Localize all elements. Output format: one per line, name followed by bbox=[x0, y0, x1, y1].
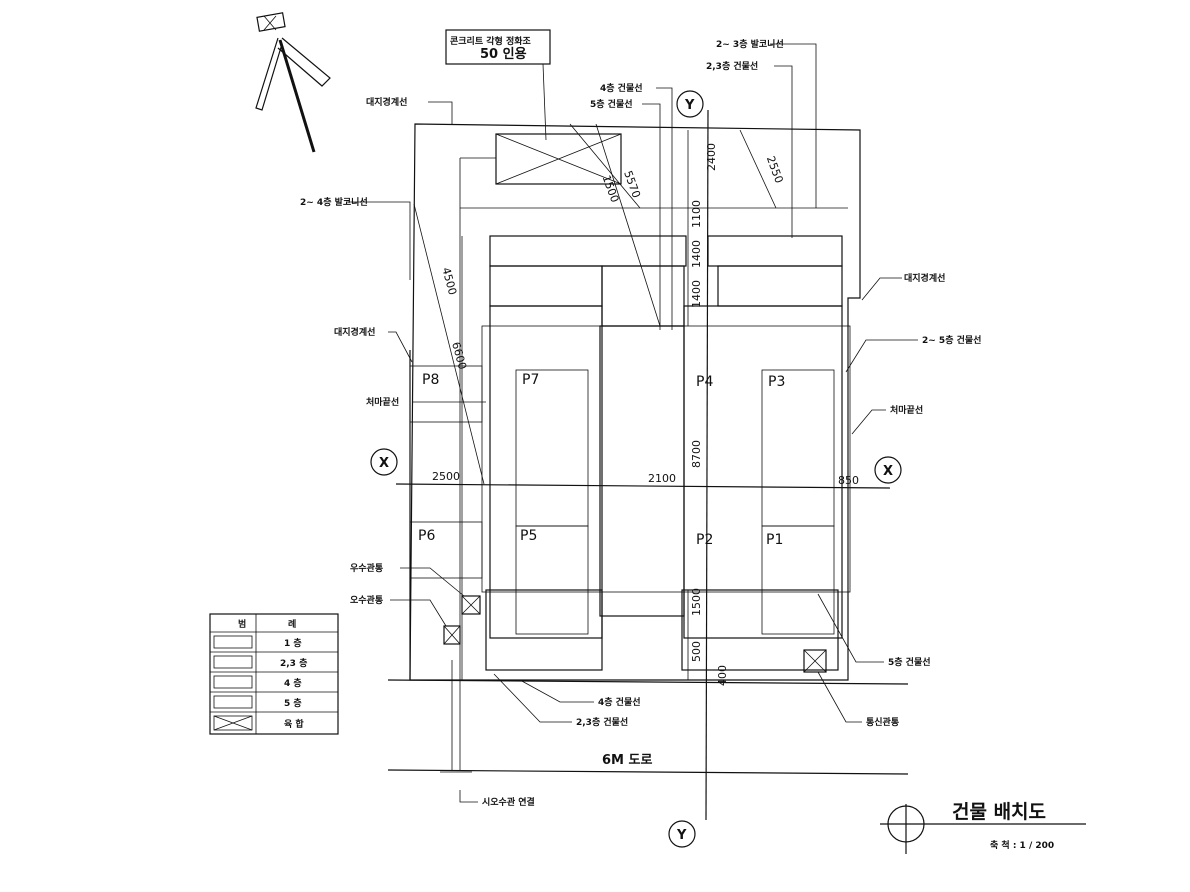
callout-label: 2,3층 건물선 bbox=[706, 60, 758, 72]
axis-x-label: X bbox=[379, 456, 389, 471]
dimension-label: 1400 bbox=[690, 240, 703, 268]
dimension-label: 2550 bbox=[764, 154, 786, 185]
callout-label: 5층 건물선 bbox=[888, 656, 931, 668]
callout-label: 5층 건물선 bbox=[590, 98, 633, 110]
dimension-label: 2100 bbox=[648, 472, 676, 485]
parking-label: P2 bbox=[696, 532, 713, 548]
parking-label: P4 bbox=[696, 374, 713, 390]
callout-label: 우수관통 bbox=[350, 562, 383, 574]
rain-pit-icon bbox=[461, 595, 481, 615]
callout-label: 2~ 3층 발코니선 bbox=[716, 38, 784, 50]
callout-label: 4층 건물선 bbox=[598, 696, 641, 708]
legend-header: 례 bbox=[288, 618, 296, 630]
legend-swatch bbox=[213, 675, 253, 689]
north-arrow-icon bbox=[255, 12, 331, 153]
callout-label: 대지경계선 bbox=[366, 96, 407, 108]
legend-label: 5 층 bbox=[284, 697, 302, 709]
dimension-label: 1500 bbox=[600, 173, 622, 204]
legend: 범 례 1 층 2,3 층 4 층 5 층 육 합 bbox=[209, 613, 339, 735]
dimension-label: 400 bbox=[716, 665, 729, 686]
legend-swatch bbox=[213, 715, 253, 731]
tank-label-1: 콘크리트 각형 정화조 bbox=[450, 35, 532, 47]
axis-y-label: Y bbox=[676, 828, 687, 843]
callout-label: 처마끝선 bbox=[366, 396, 399, 408]
parking-label: P5 bbox=[520, 528, 537, 544]
parking-label: P1 bbox=[766, 532, 783, 548]
callout-label: 2~ 5층 건물선 bbox=[922, 334, 981, 346]
dimension-label: 500 bbox=[690, 641, 703, 662]
axis-x: X X bbox=[370, 448, 902, 489]
drawing-title: 건물 배치도 bbox=[952, 801, 1046, 823]
dimension-label: 1400 bbox=[690, 280, 703, 308]
dimension-label: 5570 bbox=[621, 169, 643, 200]
parking-label: P7 bbox=[522, 372, 539, 388]
tank-label-2: 50 인용 bbox=[480, 46, 527, 62]
parking-label: P6 bbox=[418, 528, 435, 544]
callout-label: 통신관통 bbox=[866, 716, 899, 728]
sewage-pit-icon bbox=[443, 625, 461, 645]
callout-label: 오수관통 bbox=[350, 594, 383, 606]
dimension-label: 8700 bbox=[690, 440, 703, 468]
road-label: 6M 도로 bbox=[602, 753, 652, 768]
dimension-label: 1500 bbox=[690, 588, 703, 616]
dimension-label: 2500 bbox=[432, 470, 460, 483]
dimension-label: 4500 bbox=[439, 266, 459, 296]
building-footprint bbox=[481, 235, 851, 671]
callout-label: 처마끝선 bbox=[890, 404, 923, 416]
legend-header: 범 bbox=[238, 618, 246, 630]
axis-x-label: X bbox=[883, 464, 893, 479]
callout-label: 대지경계선 bbox=[334, 326, 375, 338]
callout-label: 4층 건물선 bbox=[600, 82, 643, 94]
dimension-lines bbox=[413, 123, 777, 680]
legend-label: 4 층 bbox=[284, 677, 302, 689]
dimension-label: 1100 bbox=[690, 200, 703, 228]
dimension-label: 2400 bbox=[705, 143, 718, 171]
legend-label: 2,3 층 bbox=[280, 657, 307, 669]
axis-y-label: Y bbox=[684, 98, 695, 113]
legend-label: 1 층 bbox=[284, 637, 302, 649]
axis-y: Y Y bbox=[668, 90, 709, 848]
legend-swatch bbox=[213, 635, 253, 649]
legend-swatch bbox=[213, 695, 253, 709]
callout-label: 대지경계선 bbox=[904, 272, 945, 284]
inspection-pit-icon bbox=[803, 649, 827, 673]
callout-label: 2,3층 건물선 bbox=[576, 716, 628, 728]
callout-leaders bbox=[346, 43, 918, 803]
title-block: 건물 배치도 축 척 : 1 / 200 bbox=[880, 801, 1086, 854]
callout-label: 시오수관 연결 bbox=[482, 796, 535, 808]
parking-label: P3 bbox=[768, 374, 785, 390]
legend-swatch bbox=[213, 655, 253, 669]
callout-label: 2~ 4층 발코니선 bbox=[300, 196, 368, 208]
septic-tank: 콘크리트 각형 정화조 50 인용 bbox=[445, 29, 622, 185]
dimension-label: 850 bbox=[838, 474, 859, 487]
legend-label: 육 합 bbox=[284, 718, 304, 730]
drawing-scale: 축 척 : 1 / 200 bbox=[990, 839, 1054, 851]
parking-label: P8 bbox=[422, 372, 439, 388]
